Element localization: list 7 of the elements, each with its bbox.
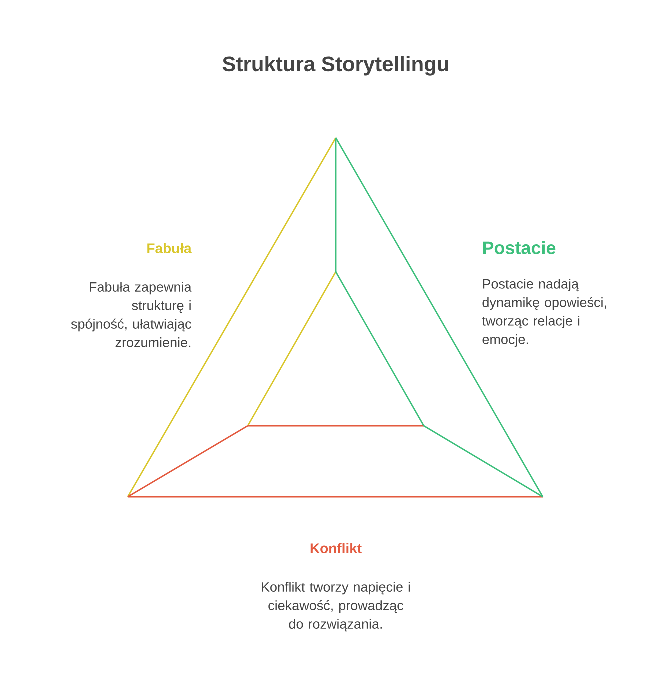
description-text: Postacie nadają dynamikę opowieści, tworząc relacje i emocje. xyxy=(482,278,606,348)
heading: Postacie xyxy=(483,241,556,254)
heading: Fabuła xyxy=(148,243,192,254)
heading: Konflikt xyxy=(310,543,362,554)
title: Struktura Storytellingu xyxy=(222,56,448,76)
description-text: Konflikt tworzy napięcie i ciekawość, prowadząc do rozwiązania. xyxy=(262,582,410,632)
description-text: Fabuła zapewnia strukturę i spójność, ułatwiając zrozumienie. xyxy=(71,282,192,348)
